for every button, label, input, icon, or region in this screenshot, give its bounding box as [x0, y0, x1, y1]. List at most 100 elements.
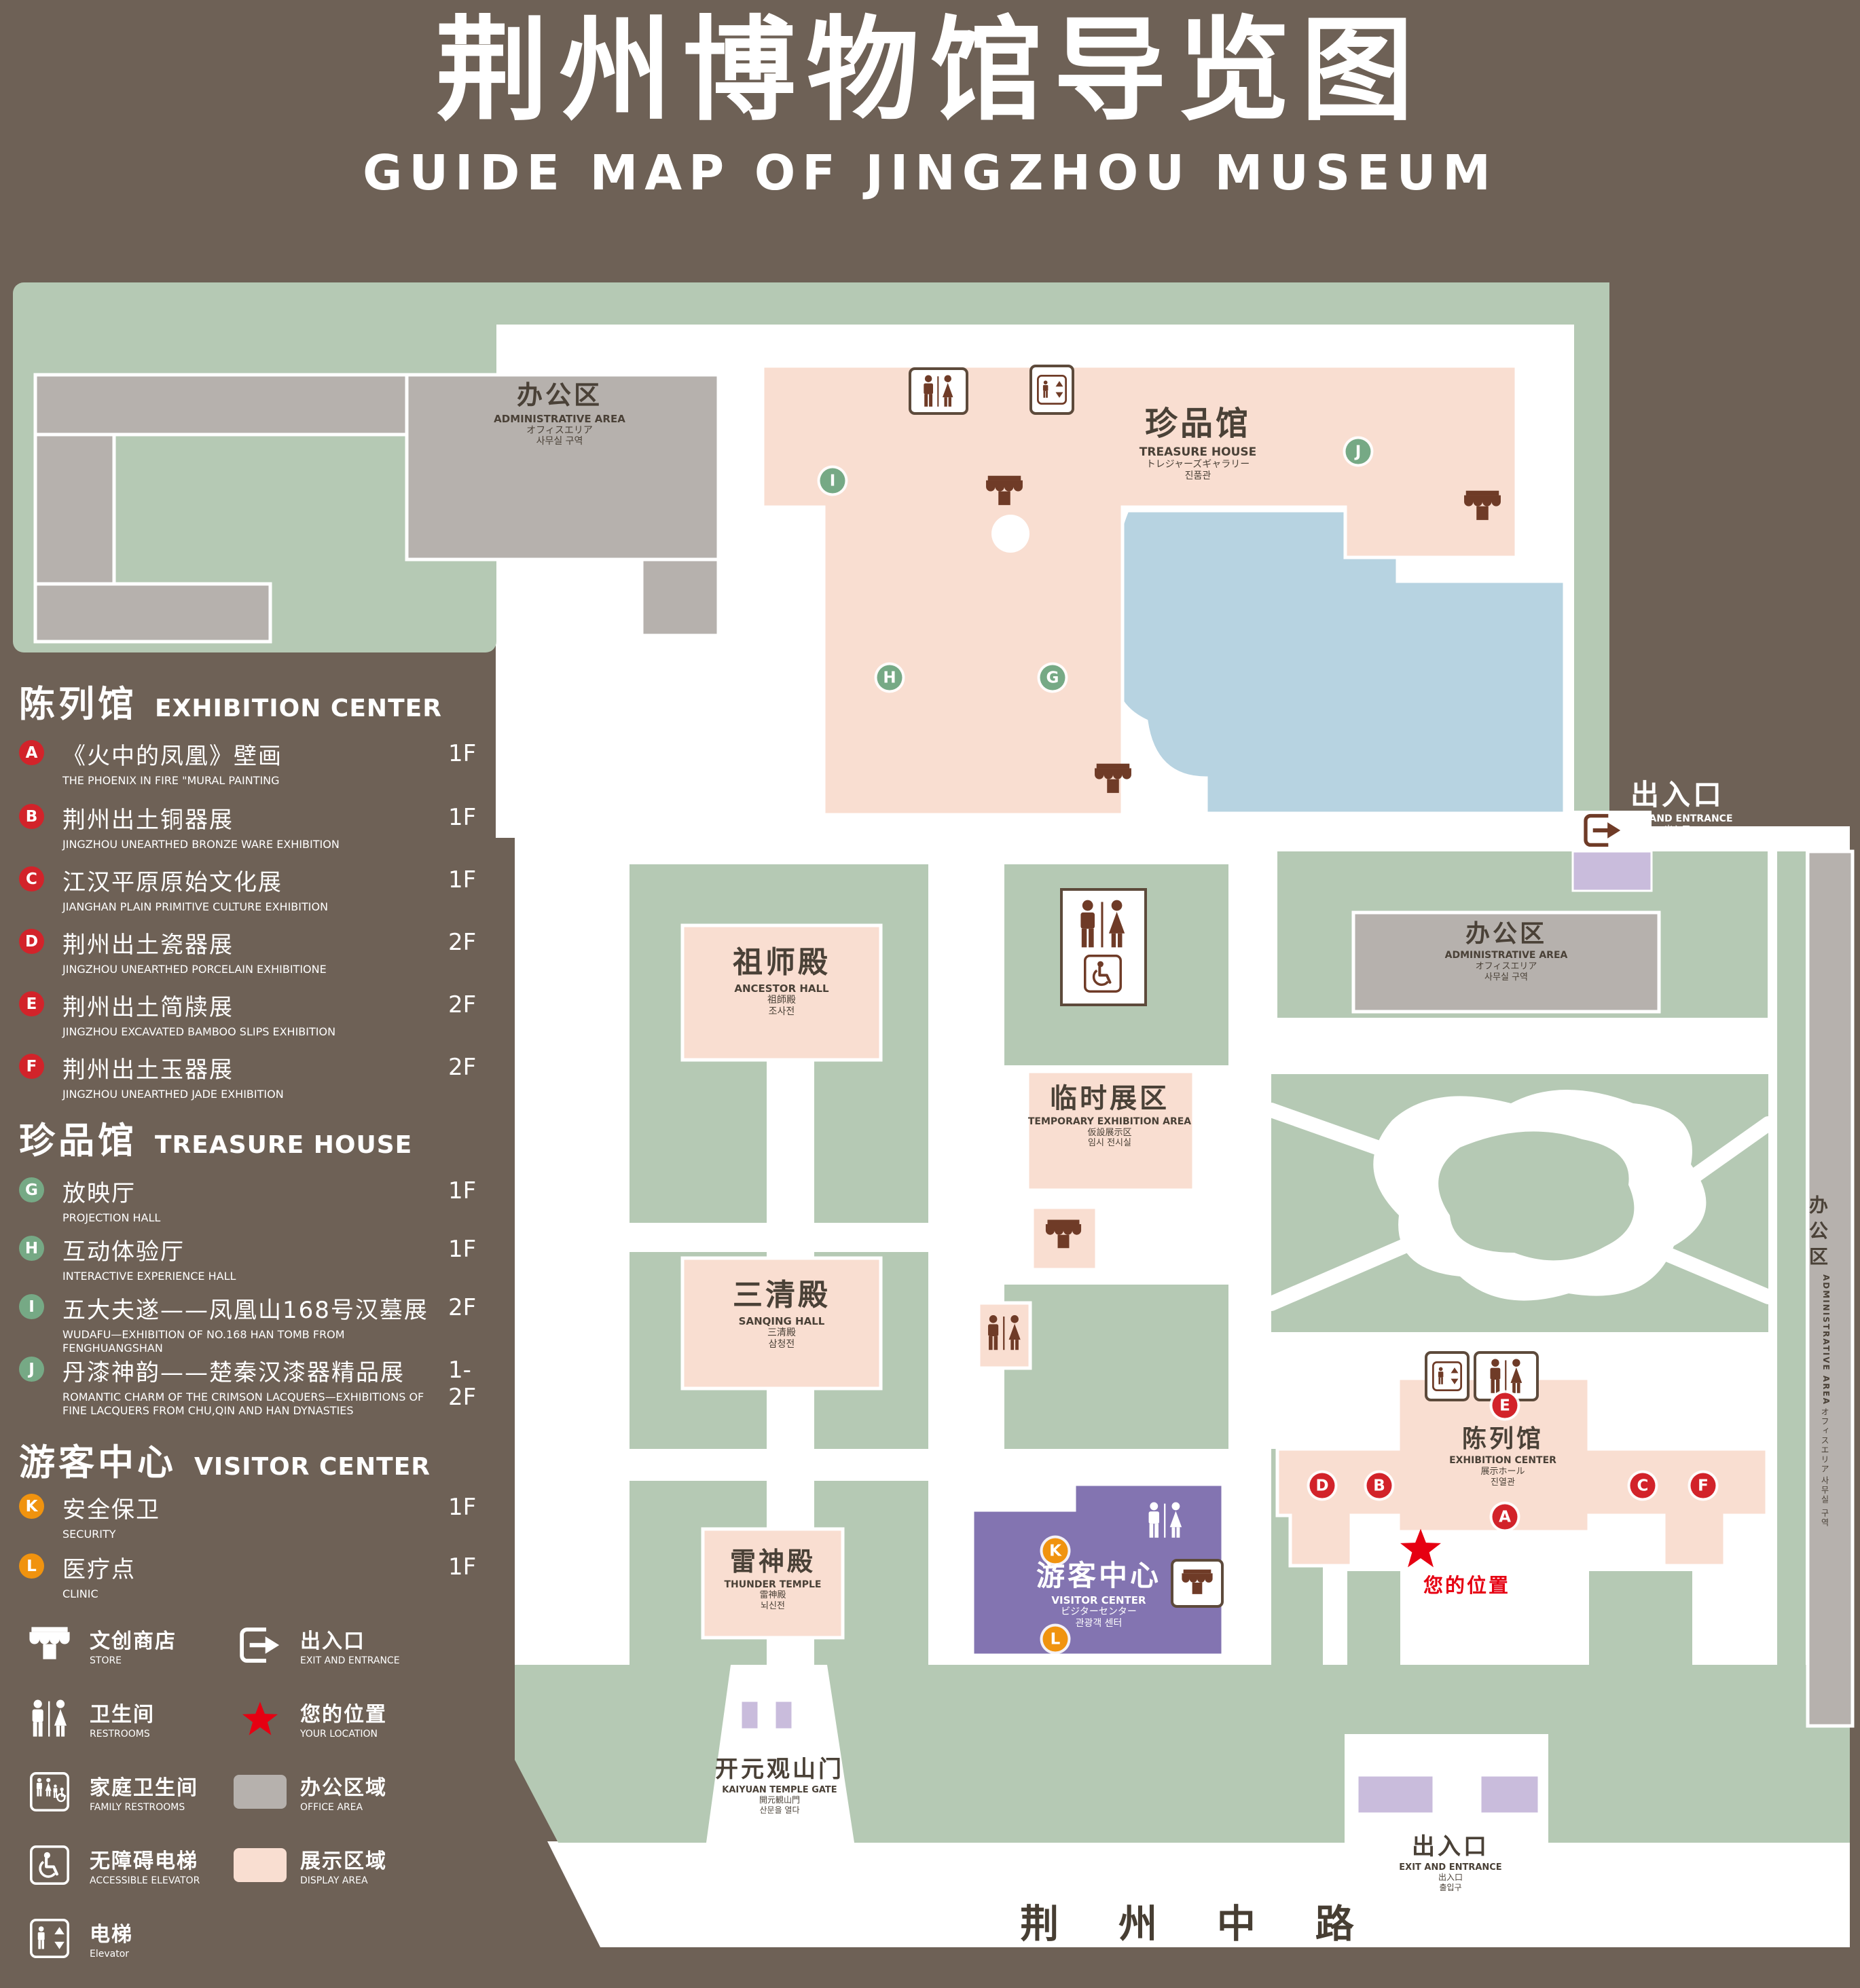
elevator-icon	[20, 1917, 79, 1959]
building-admin-top-foot	[640, 557, 721, 638]
elevator-icon	[1029, 365, 1074, 415]
symbol-zh: 办公区域	[300, 1776, 387, 1800]
garden-paths	[1264, 1090, 1776, 1311]
place-name-en: ADMINISTRATIVE AREA	[494, 412, 625, 425]
legend-item-C: C 江汉平原原始文化展 JIANGHAN PLAIN PRIMITIVE CUL…	[19, 864, 494, 914]
pond-inlet	[991, 515, 1029, 553]
place-name: 办公区	[1465, 920, 1548, 948]
your-location-star-icon	[231, 1697, 289, 1740]
item-en: JINGZHOU UNEARTHED JADE EXHIBITION	[62, 1088, 284, 1101]
label-exit-south: 出入口 EXIT AND ENTRANCE 出入口 출입구	[1399, 1833, 1501, 1892]
place-name-en: EXIT AND ENTRANCE	[1399, 1862, 1502, 1873]
place-name-ja: 雷神殿	[759, 1590, 786, 1601]
entrance-structures	[740, 850, 1653, 1815]
section-title-en: EXHIBITION CENTER	[155, 695, 442, 722]
symbol-en: DISPLAY AREA	[300, 1875, 368, 1886]
place-name-ja: 祖師殿	[767, 994, 796, 1006]
marker-B: B	[19, 804, 44, 829]
place-name-en: EXHIBITION CENTER	[1449, 1455, 1556, 1467]
place-name-en: ADMINISTRATIVE AREA	[1821, 1274, 1831, 1405]
exit-icon	[1582, 813, 1623, 850]
map-marker-F: F	[1690, 1473, 1716, 1498]
place-name-ja: 出入口	[1438, 1873, 1463, 1883]
item-floor: 1F	[448, 1236, 477, 1263]
legend-section-treasure-house: 珍品馆 TREASURE HOUSE	[19, 1112, 412, 1164]
symbol-zh: 您的位置	[300, 1703, 387, 1727]
item-en: INTERACTIVE EXPERIENCE HALL	[62, 1270, 236, 1283]
building-south-gatehouse-left	[1356, 1774, 1435, 1815]
store-icon	[1092, 763, 1134, 800]
building-east-gatehouse	[1571, 850, 1653, 892]
legend-item-J: J 丹漆神韵——楚秦汉漆器精品展 ROMANTIC CHARM OF THE C…	[19, 1354, 494, 1418]
item-floor: 2F	[448, 991, 477, 1018]
item-en: THE PHOENIX IN FIRE "MURAL PAINTING	[62, 774, 280, 787]
lawn-center-bottom	[1004, 1285, 1228, 1449]
label-exit-east: 出入口 EXIT AND ENTRANCE 出入口 출입구	[1622, 778, 1732, 846]
exit-icon	[231, 1624, 289, 1666]
store-icon	[1461, 490, 1503, 527]
place-name: 陈列馆	[1461, 1425, 1544, 1453]
legend-symbol-elevator: 电梯 Elevator	[20, 1917, 133, 1959]
map-marker-E: E	[1492, 1393, 1518, 1418]
symbol-en: YOUR LOCATION	[300, 1729, 378, 1740]
legend-item-F: F 荆州出土玉器展 JINGZHOU UNEARTHED JADE EXHIBI…	[19, 1051, 494, 1101]
section-title-zh: 游客中心	[19, 1442, 177, 1484]
symbol-zh: 卫生间	[90, 1703, 155, 1727]
place-name-ja: オフィスエリア	[1475, 961, 1537, 972]
page-title: 荆州博物馆导览图	[435, 5, 1425, 136]
lawn-right-strip	[1777, 851, 1806, 1726]
section-title-zh: 珍品馆	[19, 1120, 137, 1162]
elevator-icon	[1425, 1351, 1470, 1401]
map-marker-L: L	[1042, 1626, 1068, 1652]
building-visitor-center	[970, 1482, 1225, 1657]
legend-item-B: B 荆州出土铜器展 JINGZHOU UNEARTHED BRONZE WARE…	[19, 801, 494, 851]
place-name-ko: 산문을 열다	[759, 1805, 800, 1815]
item-floor: 1F	[448, 804, 477, 831]
restroom-icon	[20, 1697, 79, 1740]
item-zh: 荆州出土瓷器展	[62, 932, 234, 959]
building-south-gatehouse-right	[1479, 1774, 1540, 1815]
symbol-zh: 无障碍电梯	[90, 1849, 198, 1873]
label-admin-right: 办公区 ADMINISTRATIVE AREA オフィスエリア 사무실 구역	[1804, 1195, 1831, 1725]
display-area-swatch	[231, 1844, 289, 1886]
marker-H: H	[19, 1236, 44, 1261]
legend-symbol-family-restrooms: 家庭卫生间 FAMILY RESTROOMS	[20, 1771, 198, 1813]
place-name-ko: 진열관	[1491, 1477, 1515, 1488]
item-zh: 荆州出土简牍展	[62, 994, 234, 1021]
label-kaiyuan-gate: 开元观山门 KAIYUAN TEMPLE GATE 開元観山門 산문을 열다	[715, 1756, 844, 1815]
symbol-en: ACCESSIBLE ELEVATOR	[90, 1875, 200, 1886]
gate-pillar-right	[773, 1699, 794, 1731]
family-restroom-icon	[20, 1771, 79, 1813]
marker-G: G	[19, 1177, 44, 1202]
item-floor: 1-2F	[448, 1357, 477, 1411]
item-en: PROJECTION HALL	[62, 1211, 161, 1224]
your-location-label: 您的位置	[1423, 1574, 1511, 1597]
label-treasure-house: 珍品馆 TREASURE HOUSE トレジャーズギャラリー 진품관	[1139, 405, 1256, 482]
gate-pillar-left	[740, 1699, 760, 1731]
legend-item-E: E 荆州出土简牍展 JINGZHOU EXCAVATED BAMBOO SLIP…	[19, 989, 494, 1039]
place-name-ja: トレジャーズギャラリー	[1146, 458, 1250, 470]
marker-A: A	[19, 740, 44, 765]
item-zh: 荆州出土铜器展	[62, 807, 234, 834]
lawn-exh-bottom-right	[1589, 1571, 1692, 1665]
item-en: ROMANTIC CHARM OF THE CRIMSON LACQUERS—E…	[62, 1391, 424, 1417]
item-en: WUDAFU—EXHIBITION OF NO.168 HAN TOMB FRO…	[62, 1328, 345, 1355]
restroom-icon	[985, 1314, 1024, 1354]
item-en: JINGZHOU EXCAVATED BAMBOO SLIPS EXHIBITI…	[62, 1025, 336, 1038]
header: 荆州博物馆导览图 GUIDE MAP OF JINGZHOU MUSEUM	[0, 5, 1860, 200]
office-area-swatch	[231, 1771, 289, 1813]
marker-I: I	[19, 1294, 44, 1319]
symbol-en: Elevator	[90, 1949, 130, 1959]
item-zh: 医疗点	[62, 1556, 136, 1583]
map-marker-A: A	[1492, 1504, 1518, 1530]
place-name-ko: 삼청전	[768, 1338, 795, 1350]
item-floor: 1F	[448, 1177, 477, 1204]
lawn-exh-bottom-left	[1347, 1571, 1400, 1665]
place-name-ko: 출입구	[1439, 1882, 1462, 1892]
place-name: 珍品馆	[1144, 405, 1251, 443]
symbol-zh: 出入口	[300, 1630, 365, 1653]
symbol-zh: 展示区域	[300, 1849, 387, 1873]
legend-symbol-display-area: 展示区域 DISPLAY AREA	[231, 1844, 387, 1886]
